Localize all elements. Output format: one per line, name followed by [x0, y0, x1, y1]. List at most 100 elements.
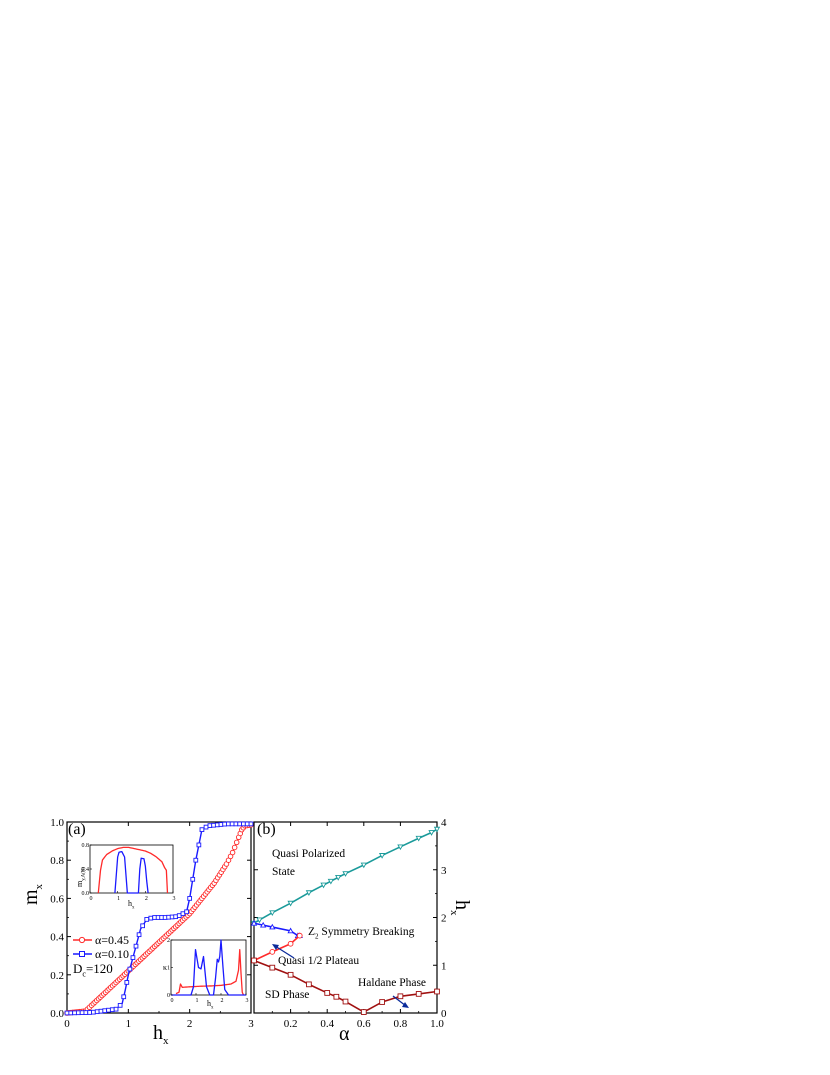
- square-marker: [79, 1010, 85, 1015]
- square-marker: [222, 821, 227, 827]
- series-line: [253, 935, 301, 962]
- square-marker: [360, 1009, 367, 1015]
- square-marker: [229, 821, 235, 827]
- square-marker: [241, 821, 246, 827]
- triangle-down-marker: [287, 900, 294, 907]
- svg-text:2: 2: [221, 998, 224, 1004]
- legend: [73, 936, 92, 957]
- svg-text:0.4: 0.4: [50, 932, 64, 944]
- svg-text:0.4: 0.4: [320, 1018, 334, 1030]
- triangle-down-marker: [256, 917, 263, 924]
- svg-text:0.2: 0.2: [50, 970, 64, 982]
- square-marker: [106, 1007, 111, 1013]
- svg-text:1: 1: [196, 998, 199, 1004]
- series-line: [175, 948, 245, 996]
- annotation-sd-phase: SD Phase: [265, 989, 310, 1001]
- circle-marker: [269, 949, 276, 955]
- square-marker: [233, 821, 239, 827]
- svg-text:1: 1: [167, 966, 170, 972]
- square-marker: [187, 896, 193, 901]
- square-marker: [184, 909, 189, 915]
- panel-a-xlabel-sub: x: [163, 1035, 169, 1047]
- legend-marker-circle: [78, 936, 86, 944]
- annotation-haldane-phase: Haldane Phase: [358, 977, 427, 989]
- square-marker: [199, 827, 205, 832]
- triangle-down-marker: [327, 878, 335, 885]
- panel-a-series: [64, 821, 254, 1016]
- svg-text:0.0: 0.0: [82, 891, 90, 897]
- svg-text:1: 1: [441, 960, 447, 972]
- square-marker: [306, 981, 312, 988]
- square-marker: [130, 955, 136, 960]
- panel-a-ylabel: mx: [20, 884, 45, 905]
- series-line: [253, 922, 300, 937]
- legend-label-045: α=0.45: [95, 933, 130, 947]
- svg-text:0: 0: [167, 993, 170, 999]
- svg-text:3: 3: [248, 1018, 254, 1030]
- triangle-up-marker: [259, 921, 267, 928]
- square-marker: [203, 824, 209, 830]
- triangle-down-marker: [305, 890, 313, 896]
- square-marker: [176, 913, 182, 918]
- square-marker: [87, 1010, 92, 1015]
- panel-a-ylabel-sub: x: [33, 883, 45, 890]
- series-line: [171, 939, 246, 996]
- triangle-down-marker: [335, 875, 342, 881]
- panel-a-xlabel-main: h: [153, 1022, 163, 1044]
- square-marker: [397, 993, 404, 1000]
- square-marker: [193, 857, 199, 863]
- triangle-up-marker: [250, 919, 258, 926]
- square-marker: [113, 1006, 119, 1012]
- triangle-up-marker: [269, 923, 276, 930]
- svg-text:0.6: 0.6: [357, 1018, 371, 1030]
- svg-text:0: 0: [171, 998, 174, 1004]
- square-marker: [68, 1010, 74, 1016]
- square-marker: [379, 999, 385, 1005]
- svg-text:2: 2: [441, 913, 447, 925]
- circle-marker: [287, 940, 294, 947]
- square-marker: [196, 842, 202, 848]
- triangle-down-marker: [360, 862, 367, 869]
- square-marker: [64, 1010, 70, 1016]
- panel-b-series: [250, 826, 441, 1015]
- svg-text:0.8: 0.8: [82, 843, 90, 849]
- svg-text:3: 3: [173, 896, 176, 902]
- svg-text:2: 2: [187, 1018, 193, 1030]
- svg-text:1.0: 1.0: [50, 817, 64, 829]
- inset-kappa-ylabel: κ: [163, 963, 168, 972]
- triangle-down-marker: [378, 853, 386, 859]
- square-marker: [83, 1010, 89, 1015]
- panel-b-ticks: [254, 821, 438, 1014]
- panel-b-xlabel: α: [339, 1023, 350, 1045]
- circle-marker: [296, 932, 303, 939]
- triangle-down-marker: [269, 910, 276, 917]
- arrow-haldane: [392, 995, 409, 1008]
- series-line: [253, 959, 438, 1013]
- square-marker: [124, 980, 130, 985]
- svg-text:0.0: 0.0: [50, 1008, 64, 1020]
- svg-text:0: 0: [64, 1018, 70, 1030]
- square-marker: [415, 991, 422, 997]
- dc-annotation: Dc=120: [73, 961, 113, 979]
- legend-label-010: α=0.10: [95, 947, 130, 961]
- annotation-z2: Z2 Symmetry Breaking: [308, 926, 415, 941]
- triangle-down-marker: [320, 882, 327, 889]
- square-marker: [102, 1008, 108, 1014]
- square-marker: [117, 1003, 123, 1008]
- square-marker: [333, 993, 340, 1000]
- square-marker: [244, 821, 250, 827]
- square-marker: [251, 957, 257, 964]
- square-marker: [98, 1008, 104, 1014]
- triangle-down-marker: [342, 871, 349, 877]
- svg-text:0.6: 0.6: [50, 893, 64, 905]
- svg-text:1: 1: [126, 1018, 132, 1030]
- square-marker: [144, 917, 150, 922]
- square-marker: [91, 1009, 96, 1015]
- inset-my-xlabel: hx: [128, 899, 135, 911]
- square-marker: [269, 964, 276, 971]
